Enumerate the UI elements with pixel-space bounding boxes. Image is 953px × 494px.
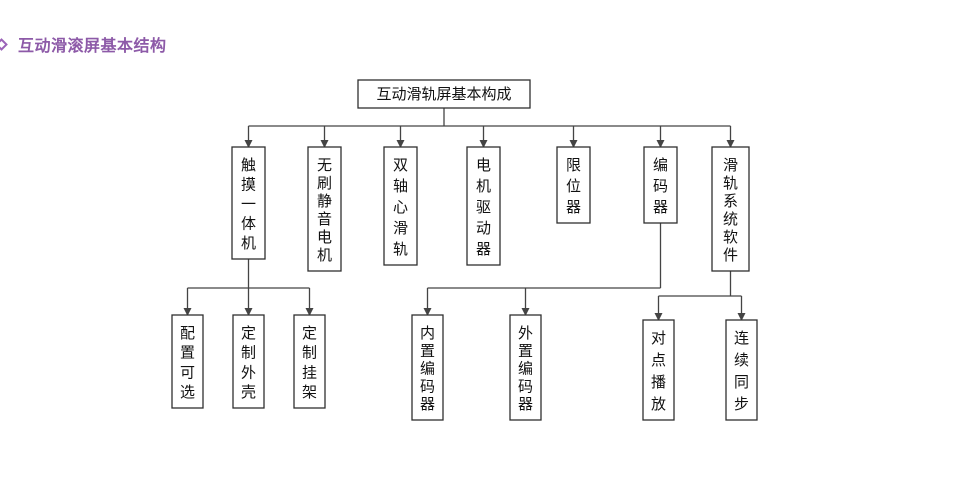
node-custom-shell: 定制外壳 bbox=[232, 314, 265, 409]
node-label: 对点播放 bbox=[651, 329, 666, 413]
node-label: 内置编码器 bbox=[420, 324, 435, 413]
node-label: 编码器 bbox=[653, 156, 668, 216]
node-label: 电机驱动器 bbox=[476, 156, 491, 258]
node-label: 连续同步 bbox=[734, 329, 749, 413]
node-box bbox=[383, 146, 418, 266]
node-box bbox=[509, 314, 542, 421]
node-external-encoder: 外置编码器 bbox=[509, 314, 542, 421]
node-point-play: 对点播放 bbox=[642, 319, 675, 421]
node-box bbox=[642, 319, 675, 421]
node-box bbox=[411, 314, 444, 421]
node-box bbox=[643, 146, 678, 224]
node-root: 互动滑轨屏基本构成 bbox=[357, 79, 531, 109]
node-encoder: 编码器 bbox=[643, 146, 678, 224]
node-label: 互动滑轨屏基本构成 bbox=[376, 85, 511, 103]
node-box bbox=[725, 319, 758, 421]
node-label: 滑轨系统软件 bbox=[723, 156, 738, 264]
node-box bbox=[232, 314, 265, 409]
node-label: 外置编码器 bbox=[518, 324, 533, 413]
node-limiter: 限位器 bbox=[556, 146, 591, 224]
node-driver: 电机驱动器 bbox=[466, 146, 501, 266]
node-box bbox=[711, 146, 750, 272]
node-rail: 双轴心滑轨 bbox=[383, 146, 418, 266]
section-header: 互动滑滚屏基本结构 bbox=[0, 31, 167, 57]
node-custom-mount: 定制挂架 bbox=[293, 314, 326, 409]
node-touch: 触摸一体机 bbox=[231, 146, 266, 260]
node-internal-encoder: 内置编码器 bbox=[411, 314, 444, 421]
node-box bbox=[357, 79, 531, 109]
node-box bbox=[293, 314, 326, 409]
node-box bbox=[307, 146, 342, 272]
node-label: 定制外壳 bbox=[241, 324, 256, 401]
node-label: 无刷静音电机 bbox=[317, 156, 332, 264]
node-box bbox=[231, 146, 266, 260]
node-motor: 无刷静音电机 bbox=[307, 146, 342, 272]
node-config: 配置可选 bbox=[171, 314, 204, 409]
node-box bbox=[171, 314, 204, 409]
node-box bbox=[466, 146, 501, 266]
diagram-connectors bbox=[183, 108, 746, 321]
node-continuous-sync: 连续同步 bbox=[725, 319, 758, 421]
node-box bbox=[556, 146, 591, 224]
section-title: 互动滑滚屏基本结构 bbox=[18, 36, 167, 55]
node-label: 定制挂架 bbox=[302, 324, 317, 401]
node-software: 滑轨系统软件 bbox=[711, 146, 750, 272]
node-label: 触摸一体机 bbox=[241, 156, 256, 252]
node-label: 限位器 bbox=[566, 156, 581, 216]
node-label: 配置可选 bbox=[180, 324, 195, 401]
node-label: 双轴心滑轨 bbox=[393, 156, 408, 258]
